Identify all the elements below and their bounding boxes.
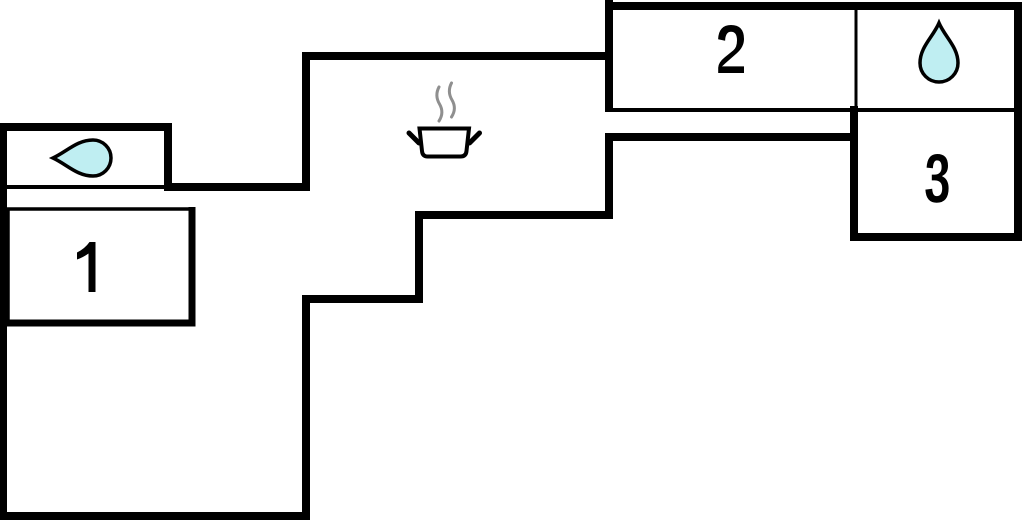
room-2-label <box>718 25 744 73</box>
steam-line-right <box>447 81 456 119</box>
wall-middle-staircase <box>0 133 858 520</box>
water-drop-icon <box>48 138 113 178</box>
room1-box-thin <box>6 207 193 321</box>
room-3-label <box>925 154 949 203</box>
water-drop-icon <box>918 18 960 84</box>
pot-body <box>417 126 472 159</box>
pot-handle-left <box>406 130 422 146</box>
room-partitions <box>0 8 1016 327</box>
pot-handle-right <box>467 130 482 146</box>
wall-corridor <box>302 52 613 190</box>
steam-line-left <box>435 85 444 123</box>
cooking-pot-icon <box>406 81 482 159</box>
room-1-label <box>77 242 96 292</box>
room1-box-thick <box>1 207 196 327</box>
steam-lines <box>435 81 456 123</box>
wall-top-right-section <box>605 2 1022 241</box>
wall-left-side <box>0 123 172 520</box>
